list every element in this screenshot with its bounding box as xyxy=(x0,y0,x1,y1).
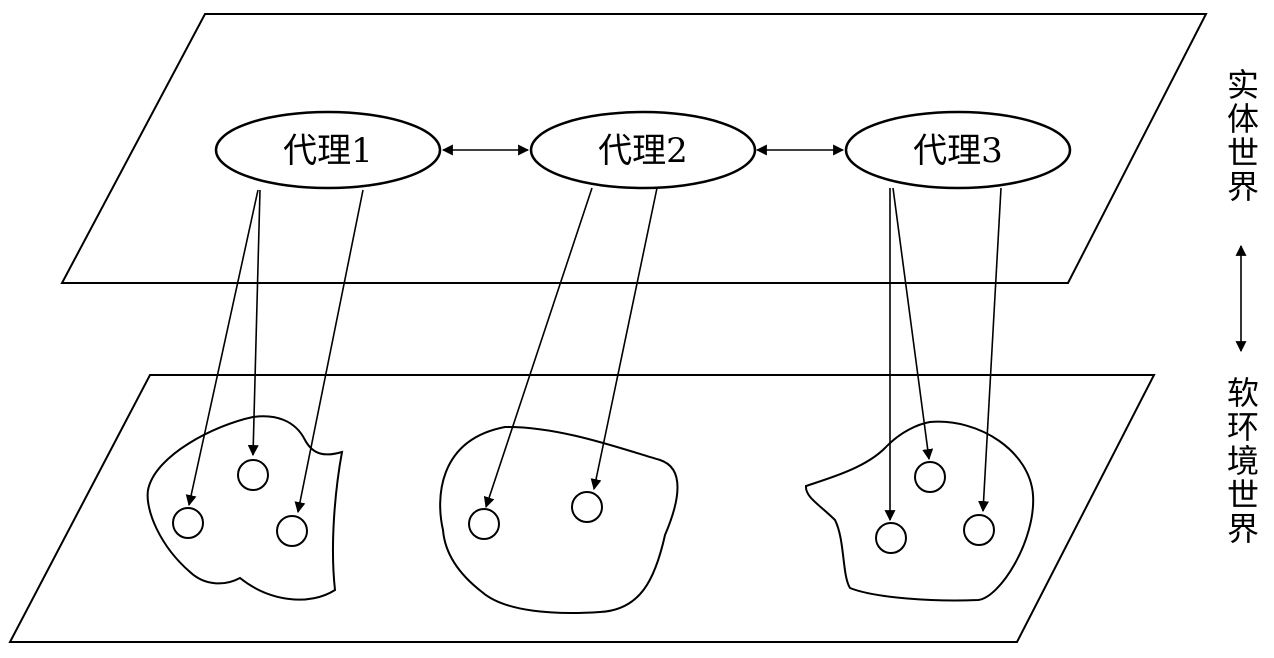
environment-region-1 xyxy=(146,415,344,601)
node-3b xyxy=(914,461,946,493)
arrow-agent1-node1a xyxy=(185,189,259,507)
arrow-agent1-node1c xyxy=(294,189,364,514)
agent-3: 代理3 xyxy=(844,110,1072,190)
arrow-agent3-node3b xyxy=(892,187,934,461)
arrow-agent1-node1b xyxy=(247,189,261,457)
node-2b xyxy=(571,491,603,523)
agent-2-label: 代理2 xyxy=(598,131,688,171)
node-1b xyxy=(237,459,269,491)
agent-2-ellipse xyxy=(529,110,757,190)
environment-region-3 xyxy=(805,420,1035,602)
soft-environment-plane xyxy=(8,374,1156,643)
node-3c xyxy=(963,514,995,546)
environment-region-2 xyxy=(439,425,679,614)
arrow-agent2-node2a xyxy=(483,187,593,509)
agent-3-ellipse xyxy=(844,110,1072,190)
node-1c xyxy=(276,515,308,547)
agent-1: 代理1 xyxy=(214,110,442,190)
arrow-agent3-node3c xyxy=(978,187,1002,513)
agent-2: 代理2 xyxy=(529,110,757,190)
physical-world-label: 实体世界 xyxy=(1222,68,1260,204)
arrow-agent2-node2b xyxy=(590,187,658,491)
agent-3-label: 代理3 xyxy=(913,131,1003,171)
soft-world-label: 软环境世界 xyxy=(1222,376,1260,546)
node-2a xyxy=(468,508,500,540)
node-1a xyxy=(172,507,204,539)
node-3a xyxy=(875,522,907,554)
agent-1-ellipse xyxy=(214,110,442,190)
physical-world-plane xyxy=(60,13,1208,284)
agent-1-label: 代理1 xyxy=(283,131,373,171)
